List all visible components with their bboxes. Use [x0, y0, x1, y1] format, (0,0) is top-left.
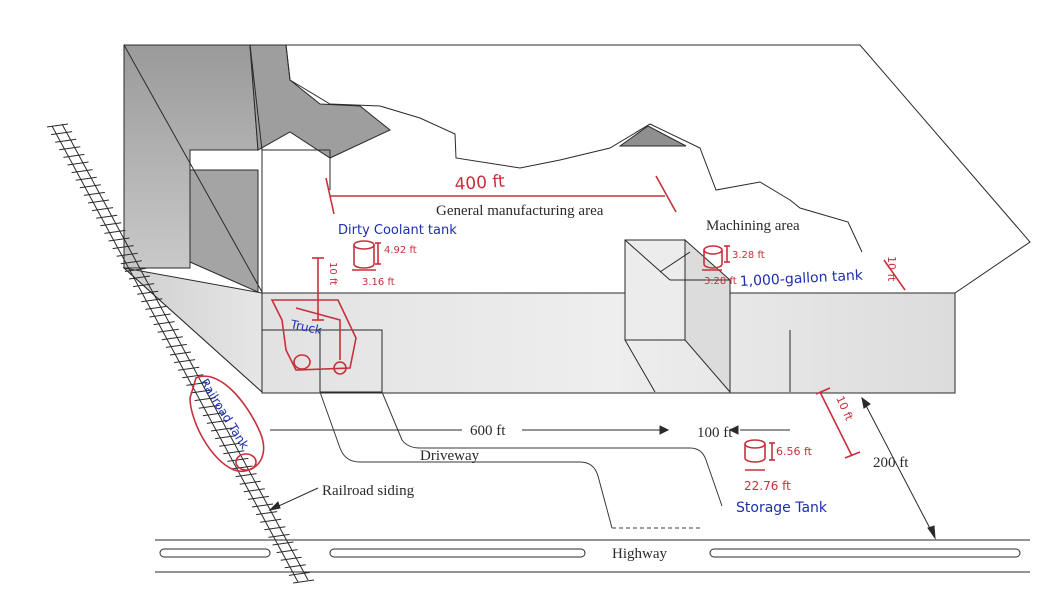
inner-left-box — [189, 169, 259, 293]
railroad-tie — [128, 275, 151, 280]
railroad-tie — [137, 290, 159, 295]
railroad-tie — [182, 374, 204, 379]
railroad-tie — [288, 571, 310, 576]
railroad-tie — [239, 480, 261, 485]
machining-tank-height: 3.28 ft — [732, 250, 765, 261]
highway-label: Highway — [612, 546, 667, 562]
railroad-tie — [100, 222, 122, 227]
railroad-tie — [169, 351, 192, 356]
railroad-tie — [206, 419, 228, 424]
dirty-coolant-tank-label: Dirty Coolant tank — [338, 223, 457, 238]
railroad-tie — [186, 381, 208, 386]
dimension-lines — [268, 396, 936, 540]
railroad-tie — [256, 511, 278, 516]
railroad-tie — [92, 207, 114, 212]
storage-tank-label: Storage Tank — [736, 500, 828, 516]
roof-cutout — [285, 44, 863, 253]
storage-height: 6.56 ft — [776, 445, 813, 458]
railroad-tie — [190, 389, 212, 394]
driveway — [319, 391, 723, 529]
railroad-tie — [219, 442, 241, 447]
driveway-label: Driveway — [420, 448, 480, 464]
printed-labels: General manufacturing area Machining are… — [322, 203, 909, 562]
railroad-tie — [227, 457, 249, 462]
dirty-coolant-height: 4.92 ft — [384, 245, 417, 256]
machining-tank-diameter: 3.28 ft — [704, 276, 737, 287]
railroad-tie — [120, 260, 142, 265]
railroad — [46, 123, 315, 584]
railroad-tie — [79, 184, 101, 189]
railroad-tie — [112, 245, 134, 250]
railroad-tie — [141, 298, 163, 303]
railroad-tie — [243, 488, 265, 493]
railroad-tie — [161, 336, 183, 341]
railroad-tie — [59, 146, 81, 151]
railroad-tie — [96, 214, 118, 219]
storage-diameter: 22.76 ft — [744, 479, 791, 493]
dist-200-label: 200 ft — [873, 455, 909, 471]
dirty-coolant-diameter: 3.16 ft — [362, 277, 395, 288]
highway — [155, 539, 1030, 573]
truck-label: Truck — [288, 317, 323, 337]
machining-box — [624, 239, 686, 341]
roof-shade-right — [618, 125, 687, 147]
railroad-tie — [83, 191, 105, 196]
general-manufacturing-label: General manufacturing area — [436, 203, 604, 219]
railroad-tie — [178, 366, 200, 371]
railroad-tie — [284, 564, 306, 569]
railroad-tie — [153, 321, 175, 326]
railroad-tie — [194, 397, 216, 402]
door-box — [319, 329, 383, 393]
railroad-tie — [268, 533, 290, 538]
wall-10-left-label: 10 ft — [327, 262, 338, 285]
railroad-tie — [51, 131, 73, 136]
railroad-tie — [63, 153, 85, 158]
gallon-tank-label: 1,000-gallon tank — [739, 268, 864, 290]
railroad-tank-label: Railroad Tank — [197, 376, 251, 451]
railroad-tie — [165, 343, 187, 348]
front-wall — [261, 292, 956, 394]
railroad-tie — [149, 313, 171, 318]
dist-600-label: 600 ft — [470, 423, 506, 439]
railroad-tie — [235, 473, 257, 478]
railroad-siding-label: Railroad siding — [322, 483, 415, 499]
dist-100-label: 100 ft — [697, 425, 733, 441]
dim-10-lower-label: 10 ft — [833, 394, 856, 423]
railroad-tie — [251, 503, 274, 508]
dim-400-label: 400 ft — [454, 172, 506, 195]
railroad-tie — [75, 176, 97, 181]
railroad-tie — [223, 450, 245, 455]
railroad-tie — [276, 549, 298, 554]
railroad-tie — [260, 518, 282, 523]
railroad-tie — [231, 465, 253, 470]
railroad-tie — [272, 541, 294, 546]
railroad-tie — [145, 305, 167, 310]
railroad-tie — [46, 123, 69, 128]
railroad-tie — [202, 412, 224, 417]
railroad-tie — [108, 237, 130, 242]
railroad-tie — [215, 435, 237, 440]
railroad-tie — [133, 283, 155, 288]
railroad-tie — [198, 404, 220, 409]
machining-area-label: Machining area — [706, 218, 800, 234]
railroad-tie — [210, 427, 233, 432]
railroad-tie — [292, 579, 315, 584]
side-face — [122, 267, 263, 394]
red-annotations — [189, 175, 906, 472]
railroad-tie — [71, 169, 93, 174]
railroad-tie — [67, 161, 89, 166]
railroad-tie — [104, 229, 126, 234]
railroad-tie — [280, 556, 302, 561]
railroad-tie — [124, 267, 146, 272]
railroad-tie — [157, 328, 179, 333]
railroad-tie — [55, 138, 77, 143]
building — [122, 44, 1031, 394]
railroad-tie — [264, 526, 286, 531]
railroad-tie — [174, 359, 196, 364]
railroad-tie — [247, 495, 269, 500]
railroad-tie — [116, 252, 138, 257]
wall-10-right-label: 10 ft — [885, 256, 898, 282]
railroad-tie — [87, 199, 110, 204]
